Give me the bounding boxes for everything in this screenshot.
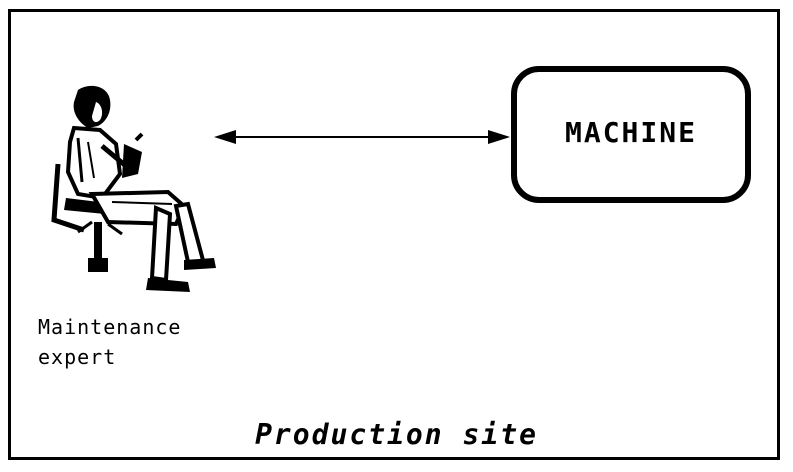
maintenance-expert-label: Maintenance expert xyxy=(38,312,238,372)
production-site-label: Production site xyxy=(255,418,538,451)
maintenance-expert-label-line2: expert xyxy=(38,345,117,369)
machine-label: MACHINE xyxy=(564,116,697,149)
maintenance-expert-label-line1: Maintenance xyxy=(38,315,182,339)
seated-technician-icon xyxy=(51,85,216,292)
double-arrow-icon xyxy=(214,130,510,144)
machine-box: MACHINE xyxy=(511,66,751,203)
